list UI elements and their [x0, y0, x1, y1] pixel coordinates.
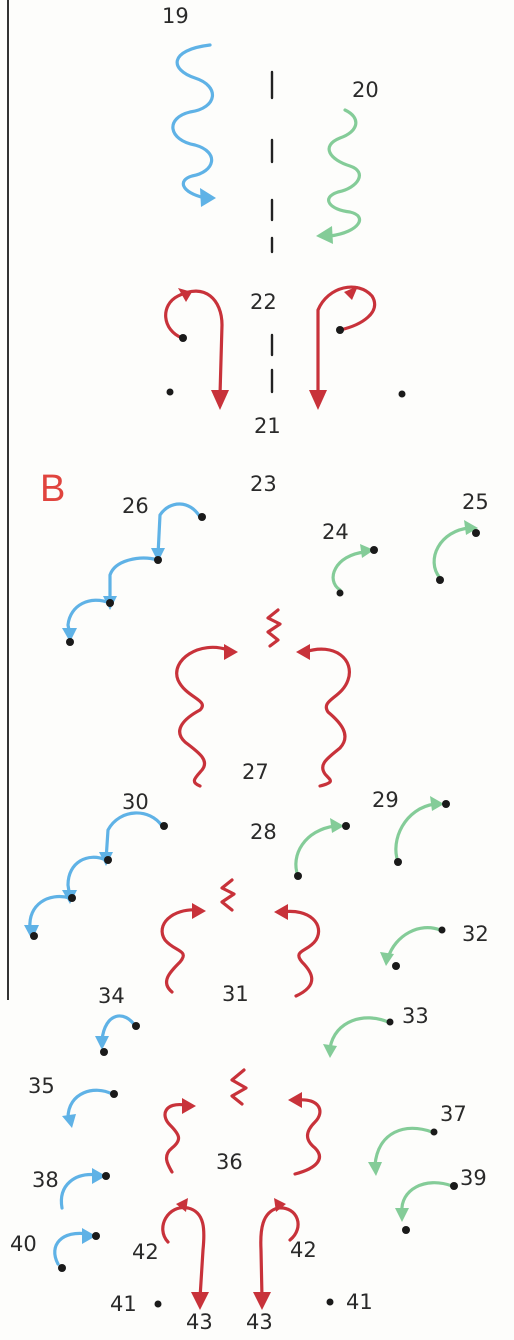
arc-cascade-26 [62, 502, 202, 642]
label-40: 40 [10, 1232, 37, 1256]
wave-arrow-36-left [163, 1098, 196, 1174]
wave-arrow-31-left [160, 903, 206, 994]
arc-arrow-33 [323, 1016, 390, 1058]
arc-arrow-34 [95, 1014, 137, 1050]
label-43-right: 43 [246, 1310, 273, 1334]
label-29: 29 [372, 788, 399, 812]
arc-arrow-29 [394, 796, 444, 864]
arc-cascade-30 [24, 811, 164, 940]
hook-arrow-22-left [164, 288, 229, 410]
wave-arrow-27-left [175, 644, 238, 788]
wave-arrow-19 [171, 43, 216, 207]
label-30: 30 [122, 790, 149, 814]
label-23: 23 [250, 472, 277, 496]
label-19: 19 [162, 4, 189, 28]
label-24: 24 [322, 520, 349, 544]
arc-arrow-25 [432, 520, 478, 580]
wave-arrow-27-right [296, 644, 351, 788]
arc-arrow-32 [380, 926, 442, 966]
label-41-left: 41 [110, 1292, 137, 1316]
wave-arrow-36-right [288, 1092, 322, 1176]
squiggle-36 [230, 1068, 248, 1106]
arc-arrow-37 [368, 1126, 434, 1176]
position-dots [30, 326, 480, 1308]
section-marker: B [40, 468, 66, 510]
label-41-right: 41 [346, 1290, 373, 1314]
label-20: 20 [352, 78, 379, 102]
label-28: 28 [250, 820, 277, 844]
label-37: 37 [440, 1102, 467, 1126]
label-32: 32 [462, 922, 489, 946]
label-43-left: 43 [186, 1310, 213, 1334]
label-22: 22 [250, 290, 277, 314]
label-42-right: 42 [290, 1238, 317, 1262]
wave-arrow-31-right [274, 904, 321, 998]
squiggle-31 [220, 878, 236, 912]
arc-arrow-38 [59, 1168, 106, 1210]
label-25: 25 [462, 490, 489, 514]
label-36: 36 [216, 1150, 243, 1174]
label-34: 34 [98, 984, 125, 1008]
arc-arrow-39 [395, 1181, 454, 1222]
squiggle-27 [266, 608, 282, 648]
label-33: 33 [402, 1004, 429, 1028]
hook-arrow-42-right [253, 1198, 300, 1310]
label-39: 39 [460, 1166, 487, 1190]
hook-arrow-42-left [161, 1198, 209, 1310]
arc-arrow-24 [331, 544, 374, 592]
wave-arrow-20 [316, 108, 362, 244]
arc-arrow-40 [53, 1228, 96, 1266]
label-26: 26 [122, 494, 149, 518]
hook-arrow-22-right [309, 285, 377, 410]
label-35: 35 [28, 1074, 55, 1098]
label-31: 31 [222, 982, 249, 1006]
label-42-left: 42 [132, 1240, 159, 1264]
label-21: 21 [254, 414, 281, 438]
arc-arrow-28 [294, 818, 344, 878]
label-27: 27 [242, 760, 269, 784]
arc-arrow-35 [62, 1088, 114, 1128]
label-38: 38 [32, 1168, 59, 1192]
